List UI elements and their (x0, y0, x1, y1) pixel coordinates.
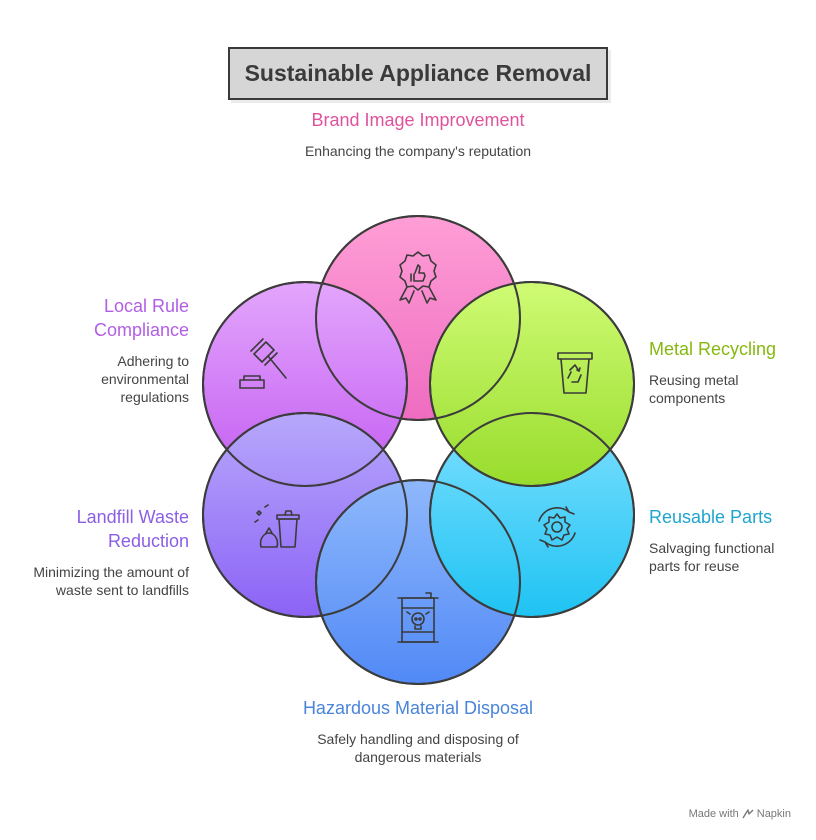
description-reusable-parts: Salvaging functional parts for reuse (649, 540, 775, 574)
label-hazardous-material: Hazardous Material Disposal Safely handl… (293, 696, 543, 766)
label-metal-recycling: Metal Recycling Reusing metal components (649, 337, 809, 407)
description-metal-recycling: Reusing metal components (649, 372, 739, 406)
hazard-barrel-icon (397, 592, 439, 643)
heading-landfill-waste: Landfill Waste Reduction (76, 507, 189, 551)
description-hazardous-material: Safely handling and disposing of dangero… (317, 731, 519, 765)
circle-metal-recycling (429, 281, 635, 487)
label-reusable-parts: Reusable Parts Salvaging functional part… (649, 505, 799, 575)
description-landfill-waste: Minimizing the amount of waste sent to l… (33, 564, 189, 598)
heading-brand-image: Brand Image Improvement (311, 110, 525, 130)
label-brand-image: Brand Image Improvement Enhancing the co… (298, 108, 538, 160)
trash-bag-icon (254, 504, 300, 548)
award-thumbs-up-icon (399, 251, 437, 304)
recycle-bin-icon (557, 352, 593, 394)
footer-credit: Made with Napkin (689, 808, 791, 820)
heading-reusable-parts: Reusable Parts (649, 507, 773, 527)
label-landfill-waste: Landfill Waste Reduction Minimizing the … (20, 505, 189, 599)
description-brand-image: Enhancing the company's reputation (304, 143, 532, 159)
gear-cycle-icon (538, 506, 576, 548)
label-local-rule: Local Rule Compliance Adhering to enviro… (60, 294, 189, 406)
napkin-logo-icon (742, 809, 754, 819)
footer-text: Made with (688, 808, 739, 820)
footer-brand: Napkin (756, 808, 791, 820)
heading-local-rule: Local Rule Compliance (93, 296, 189, 340)
description-local-rule: Adhering to environmental regulations (101, 353, 189, 405)
gavel-icon (239, 338, 287, 389)
heading-hazardous-material: Hazardous Material Disposal (302, 698, 534, 718)
diagram-title: Sustainable Appliance Removal (228, 47, 608, 100)
heading-metal-recycling: Metal Recycling (649, 339, 777, 359)
